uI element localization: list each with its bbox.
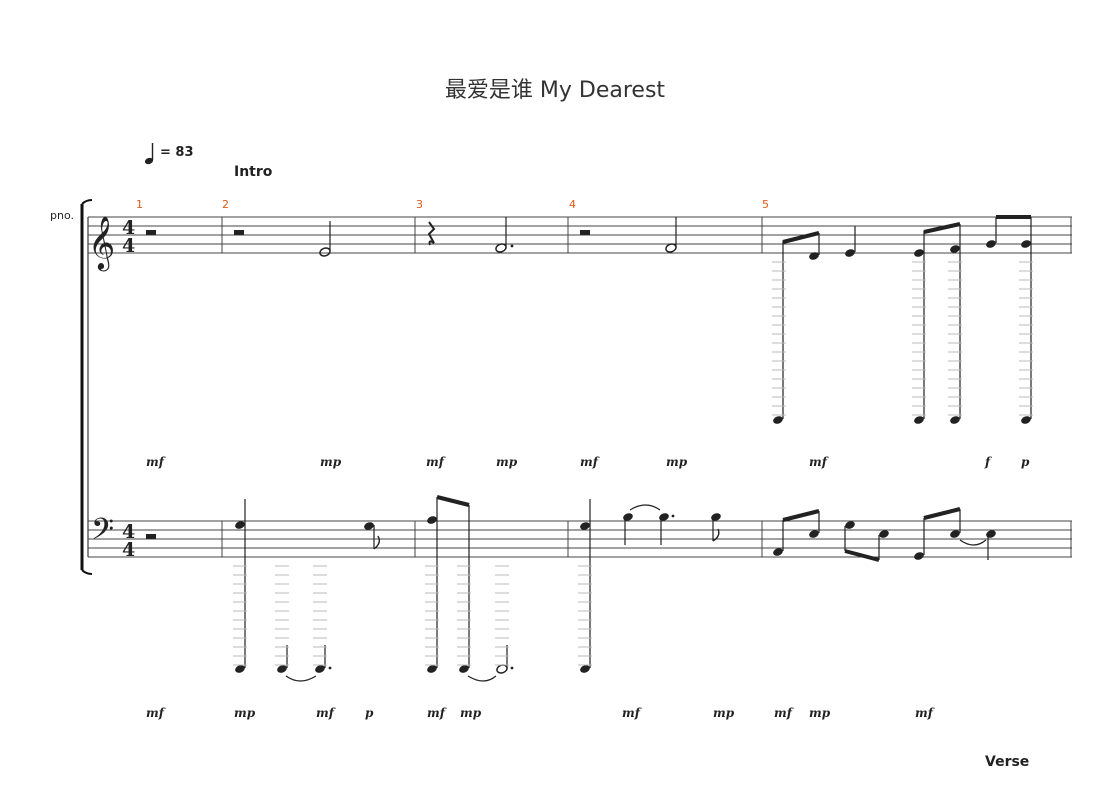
barlines <box>221 217 1072 557</box>
dynamic-marking: mf <box>316 706 334 720</box>
svg-text:4: 4 <box>122 235 135 257</box>
quarter-note-icon <box>144 143 154 165</box>
measure-number: 2 <box>222 198 229 211</box>
svg-text:4: 4 <box>122 521 135 543</box>
tempo-marking: = 83 <box>144 143 194 165</box>
system-bracket <box>80 199 93 575</box>
bass-clef-icon: 𝄢 <box>91 513 114 554</box>
dynamic-marking: mp <box>460 706 482 720</box>
dynamic-marking: p <box>1021 455 1030 469</box>
instrument-name: pno. <box>50 209 74 222</box>
measure-number: 3 <box>416 198 423 211</box>
treble-ledger-lines <box>772 261 1033 416</box>
rehearsal-mark-verse: Verse <box>985 754 1030 770</box>
dynamic-marking: mf <box>580 455 598 469</box>
dynamic-marking: mf <box>426 455 444 469</box>
dynamic-marking: mf <box>427 706 445 720</box>
dynamic-marking: mp <box>666 455 688 469</box>
bass-notes <box>146 495 996 682</box>
dynamic-marking: mp <box>234 706 256 720</box>
time-signature-treble: 4 4 <box>122 217 135 257</box>
bass-ledger-lines <box>233 565 592 666</box>
dynamic-marking: mf <box>809 455 827 469</box>
rehearsal-mark-intro: Intro <box>234 164 273 180</box>
dynamic-marking: mf <box>146 455 164 469</box>
dynamic-marking: mf <box>146 706 164 720</box>
dynamic-marking: mf <box>622 706 640 720</box>
treble-notes <box>146 215 1032 424</box>
dynamic-marking: mp <box>496 455 518 469</box>
treble-staff <box>88 216 1072 254</box>
dynamic-marking: mp <box>320 455 342 469</box>
measure-number: 5 <box>762 198 769 211</box>
svg-text:4: 4 <box>122 217 135 239</box>
dynamic-marking: mf <box>915 706 933 720</box>
measure-number: 4 <box>569 198 576 211</box>
dynamic-marking: mp <box>809 706 831 720</box>
dynamic-marking: mf <box>774 706 792 720</box>
time-signature-bass: 4 4 <box>122 521 135 561</box>
dynamic-marking: mp <box>713 706 735 720</box>
treble-clef-icon: 𝄞 <box>88 215 115 271</box>
measure-number: 1 <box>136 198 143 211</box>
dynamic-marking: f <box>985 455 991 469</box>
bass-staff <box>88 520 1072 558</box>
tempo-value: = 83 <box>160 145 194 160</box>
score-title: 最爱是谁 My Dearest <box>444 78 666 103</box>
svg-text:4: 4 <box>122 539 135 561</box>
dynamic-marking: p <box>365 706 374 720</box>
